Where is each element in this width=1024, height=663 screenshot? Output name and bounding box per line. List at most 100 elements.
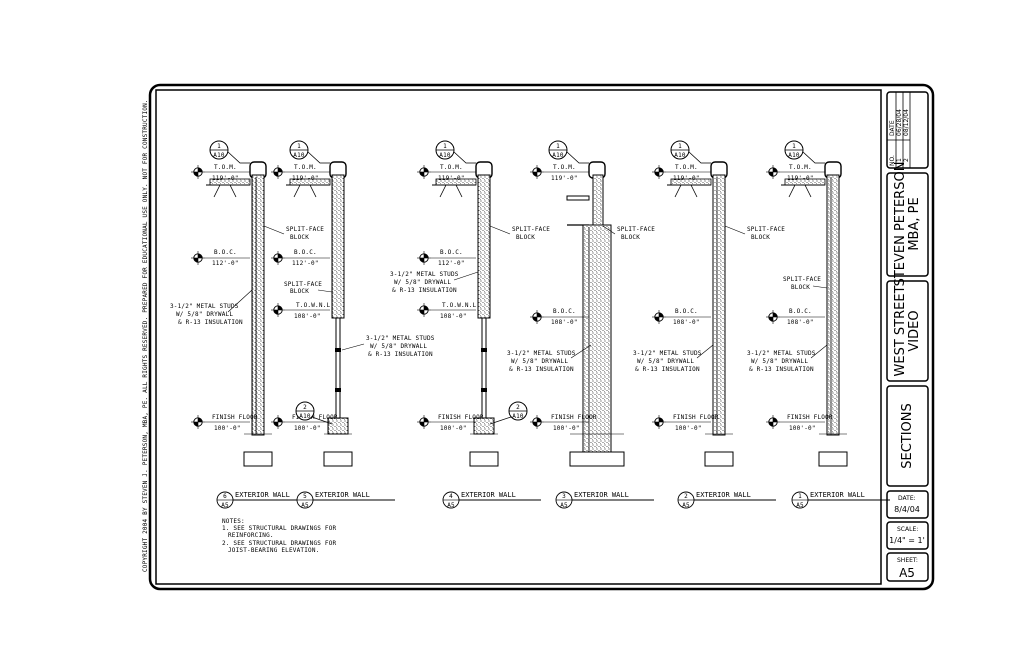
tb-project-box <box>886 280 929 382</box>
section-5-stud-clip-1 <box>335 388 341 392</box>
section-6-block-leader <box>263 225 285 235</box>
section-5-studs-3: & R-13 INSULATION <box>368 351 433 358</box>
section-5-studs-2: W/ 5/8" DRYWALL <box>370 343 427 350</box>
section-5-footing <box>323 451 353 467</box>
section-5-block-label-1: SPLIT-FACE <box>284 281 322 288</box>
section-6-tom-target <box>191 165 205 179</box>
section-3-studs-2: W/ 5/8" DRYWALL <box>511 358 568 365</box>
section-2-boc-elev: 108'-0" <box>673 319 700 326</box>
section-3-studs-leader <box>570 344 592 359</box>
section-1-top-leader <box>802 151 825 164</box>
section-3-finish-elev: 100'-0" <box>553 425 580 432</box>
notes-line-4: JOIST-BEARING ELEVATION. <box>228 547 320 554</box>
section-6-finish-elev: 100'-0" <box>214 425 241 432</box>
tb-scale-box <box>886 521 929 550</box>
section-3-studs-3: & R-13 INSULATION <box>509 366 574 373</box>
section-4-tom-target <box>417 165 431 179</box>
section-6-block-wall <box>251 174 265 436</box>
section-5-bottom-leader <box>311 416 333 425</box>
section-1-block-wall <box>826 174 840 436</box>
section-1-studs-leader <box>810 344 828 359</box>
notes-line-2: REINFORCING. <box>228 532 274 539</box>
tb-rev-header-date: DATE <box>889 120 896 136</box>
section-2-tom-elev: 119'-0" <box>673 175 700 182</box>
section-2-boc-label: B.O.C. <box>675 308 698 315</box>
section-4-boc-label: B.O.C. <box>440 249 463 256</box>
section-4-townl-label: T.O.W.N.L. <box>442 302 480 309</box>
section-2-boc-target <box>652 310 666 324</box>
section-2-block-label-1: SPLIT-FACE <box>747 226 785 233</box>
section-4-top-bubble-sheet: A10 <box>439 152 451 159</box>
section-6-title-number: 6 <box>223 493 227 500</box>
tb-rev-2-no: 2 <box>903 158 910 162</box>
section-6-boc-label: B.O.C. <box>214 249 237 256</box>
section-1-boc-label: B.O.C. <box>789 308 812 315</box>
section-3-title-number: 3 <box>562 493 566 500</box>
notes-line-3: 2. SEE STRUCTURAL DRAWINGS FOR <box>222 540 337 547</box>
inner-border <box>155 89 882 585</box>
tb-scale-label: SCALE: <box>897 526 918 533</box>
section-5-tom-target <box>271 165 285 179</box>
tb-project-line-2: VIDEO <box>907 310 922 351</box>
section-4-boc-target <box>417 251 431 265</box>
section-5-finish-elev: 100'-0" <box>294 425 321 432</box>
section-5-boc-label: B.O.C. <box>294 249 317 256</box>
section-6-title-sheet: A5 <box>221 502 229 509</box>
section-3-tom-elev: 119'-0" <box>551 175 578 182</box>
section-4-finish-label: FINISH FLOOR <box>438 414 484 421</box>
section-4-boc-elev: 112'-0" <box>438 260 465 267</box>
section-3-top-leader <box>566 151 589 164</box>
section-4-finish-elev: 100'-0" <box>440 425 467 432</box>
section-6-block-label-1: SPLIT-FACE <box>286 226 324 233</box>
section-2-tom-target <box>652 165 666 179</box>
section-1-title-sheet: A5 <box>796 502 804 509</box>
section-5-stud-clip-0 <box>335 348 341 352</box>
section-4-tom-label: T.O.M. <box>440 164 463 171</box>
section-5-finish-target <box>271 415 285 429</box>
section-1-studs-3: & R-13 INSULATION <box>749 366 814 373</box>
section-6-boc-elev: 112'-0" <box>212 260 239 267</box>
section-5-studs-1: 3-1/2" METAL STUDS <box>366 335 435 342</box>
section-5-townl-target <box>271 303 285 317</box>
section-4-townl-target <box>417 303 431 317</box>
tb-sheet-box <box>886 552 929 582</box>
section-5-block-label-2: BLOCK <box>290 288 309 295</box>
section-3-boc-elev: 108'-0" <box>551 319 578 326</box>
section-3-top-bubble-number: 1 <box>556 143 560 150</box>
section-4-footing <box>469 451 499 467</box>
section-5-boc-target <box>271 251 285 265</box>
section-5-bottom-bubble-number: 2 <box>303 404 307 411</box>
section-2-finish-label: FINISH FLOOR <box>673 414 719 421</box>
tb-revisions-box <box>886 91 929 169</box>
section-5-tom-label: T.O.M. <box>294 164 317 171</box>
section-1-title-number: 1 <box>798 493 802 500</box>
section-1-top-bubble-number: 1 <box>792 143 796 150</box>
section-1-boc-target <box>766 310 780 324</box>
section-6-finish-label: FINISH FLOOR <box>212 414 258 421</box>
section-4-top-bubble-number: 1 <box>443 143 447 150</box>
copyright-text: COPYRIGHT 2004 BY STEVEN J. PETERSON, MB… <box>142 99 149 572</box>
section-2-tom-label: T.O.M. <box>675 164 698 171</box>
section-2-footing <box>704 451 734 467</box>
tb-sheet-label: SHEET: <box>897 557 918 564</box>
section-6-roof-brace <box>213 184 237 198</box>
section-3-title: EXTERIOR WALL <box>574 491 629 499</box>
tb-rev-header-no: NO. <box>889 155 896 166</box>
tb-date-label: DATE: <box>898 495 916 502</box>
section-1-roof-brace <box>788 184 812 198</box>
section-4-studs-2: W/ 5/8" DRYWALL <box>394 279 451 286</box>
section-4-title: EXTERIOR WALL <box>461 491 516 499</box>
section-2-studs-1: 3-1/2" METAL STUDS <box>633 350 702 357</box>
section-3-block-leader <box>602 225 616 235</box>
tb-rev-1-no: 1 <box>896 158 903 162</box>
section-2-top-bubble-sheet: A10 <box>674 152 686 159</box>
section-4-studs-3: & R-13 INSULATION <box>392 287 457 294</box>
section-3-boc-target <box>530 310 544 324</box>
